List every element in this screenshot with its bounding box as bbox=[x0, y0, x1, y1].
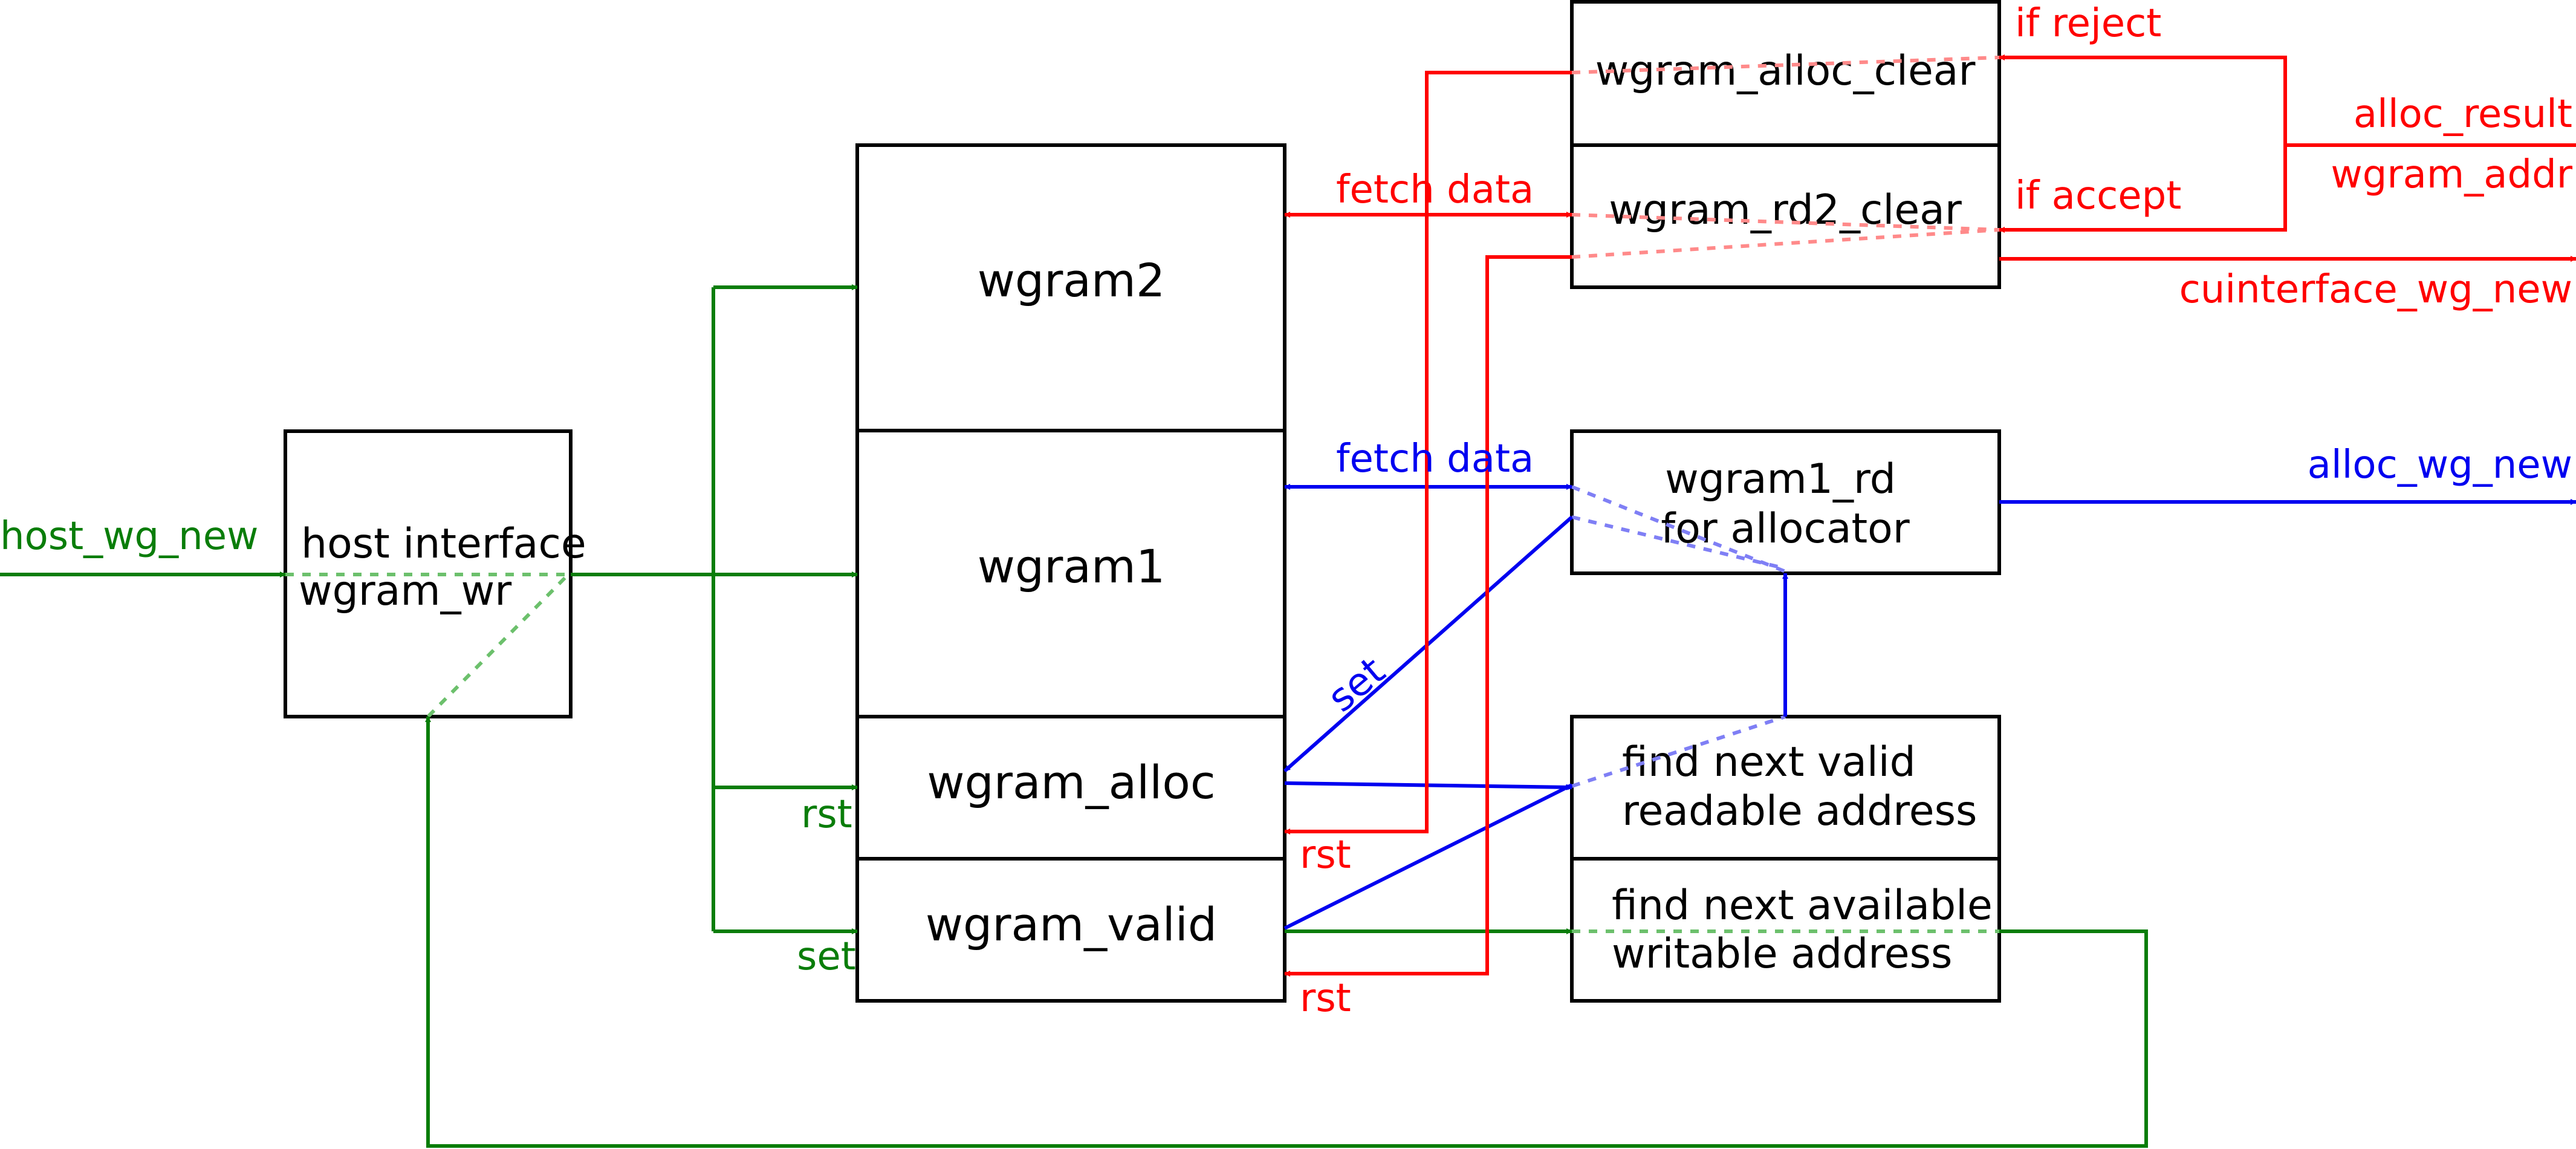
wgram-addr-label: wgram_addr bbox=[2331, 152, 2572, 197]
rst-green-label: rst bbox=[801, 792, 852, 837]
set-blue-label: set bbox=[1320, 649, 1393, 721]
host-interface-label: host interface bbox=[301, 520, 586, 568]
rst-red-label-1: rst bbox=[1300, 833, 1351, 877]
fetch-data-blue-label: fetch data bbox=[1336, 437, 1534, 481]
rst-alloc-red-arrow bbox=[1284, 71, 1572, 835]
fetch-data-red-label: fetch data bbox=[1336, 168, 1534, 212]
valid-to-find-valid-arrow bbox=[1283, 783, 1573, 930]
cuinterface-wg-new-label: cuinterface_wg_new bbox=[2179, 267, 2572, 312]
find-available-label: find next available bbox=[1612, 882, 1993, 929]
if-accept-arrow bbox=[1999, 145, 2287, 233]
wgram1-rd-block: wgram1_rd for allocator bbox=[1570, 429, 2001, 575]
if-accept-label: if accept bbox=[2015, 174, 2181, 218]
rst-red-label-2: rst bbox=[1300, 976, 1351, 1021]
rst-valid-red-arrow bbox=[1284, 255, 1572, 977]
wgram2-label: wgram2 bbox=[978, 253, 1166, 307]
write-address-feedback-arrow bbox=[425, 716, 2148, 1148]
host-wg-new-label: host_wg_new bbox=[0, 514, 258, 559]
find-valid-label: find next valid bbox=[1622, 738, 1916, 786]
host-path-lines bbox=[0, 284, 2148, 1148]
wgram1-rd-label: wgram1_rd bbox=[1665, 455, 1896, 503]
wgram-rd2-clear-block: wgram_rd2_clear bbox=[1570, 143, 2001, 289]
wgram-valid-label: wgram_valid bbox=[926, 897, 1217, 951]
alloc-wg-new-label: alloc_wg_new bbox=[2308, 443, 2572, 487]
cu-path-lines bbox=[1284, 54, 2576, 977]
wgram1-rd-sublabel: for allocator bbox=[1661, 505, 1909, 553]
internal-dashed-paths bbox=[285, 56, 2000, 933]
wgram-valid-block: wgram_valid bbox=[855, 857, 1286, 1003]
if-reject-label: if reject bbox=[2015, 1, 2161, 46]
wgram2-block: wgram2 bbox=[855, 143, 1286, 432]
wgram1-block: wgram1 bbox=[855, 429, 1286, 718]
if-reject-arrow bbox=[1999, 54, 2287, 145]
wgram-rd2-clear-label: wgram_rd2_clear bbox=[1609, 186, 1962, 234]
wgram-alloc-label: wgram_alloc bbox=[927, 755, 1215, 809]
set-green-label: set bbox=[797, 934, 856, 979]
wgram1-label: wgram1 bbox=[978, 539, 1166, 593]
find-available-sublabel: writable address bbox=[1612, 930, 1952, 978]
wgram-alloc-clear-block: wgram_alloc_clear bbox=[1570, 0, 2001, 147]
find-valid-sublabel: readable address bbox=[1622, 787, 1977, 835]
wgram-alloc-clear-label: wgram_alloc_clear bbox=[1595, 47, 1976, 95]
alloc-result-label: alloc_result bbox=[2354, 92, 2572, 137]
wgram-alloc-block: wgram_alloc bbox=[855, 715, 1286, 861]
find-next-valid-block: find next valid readable address bbox=[1570, 715, 2001, 861]
